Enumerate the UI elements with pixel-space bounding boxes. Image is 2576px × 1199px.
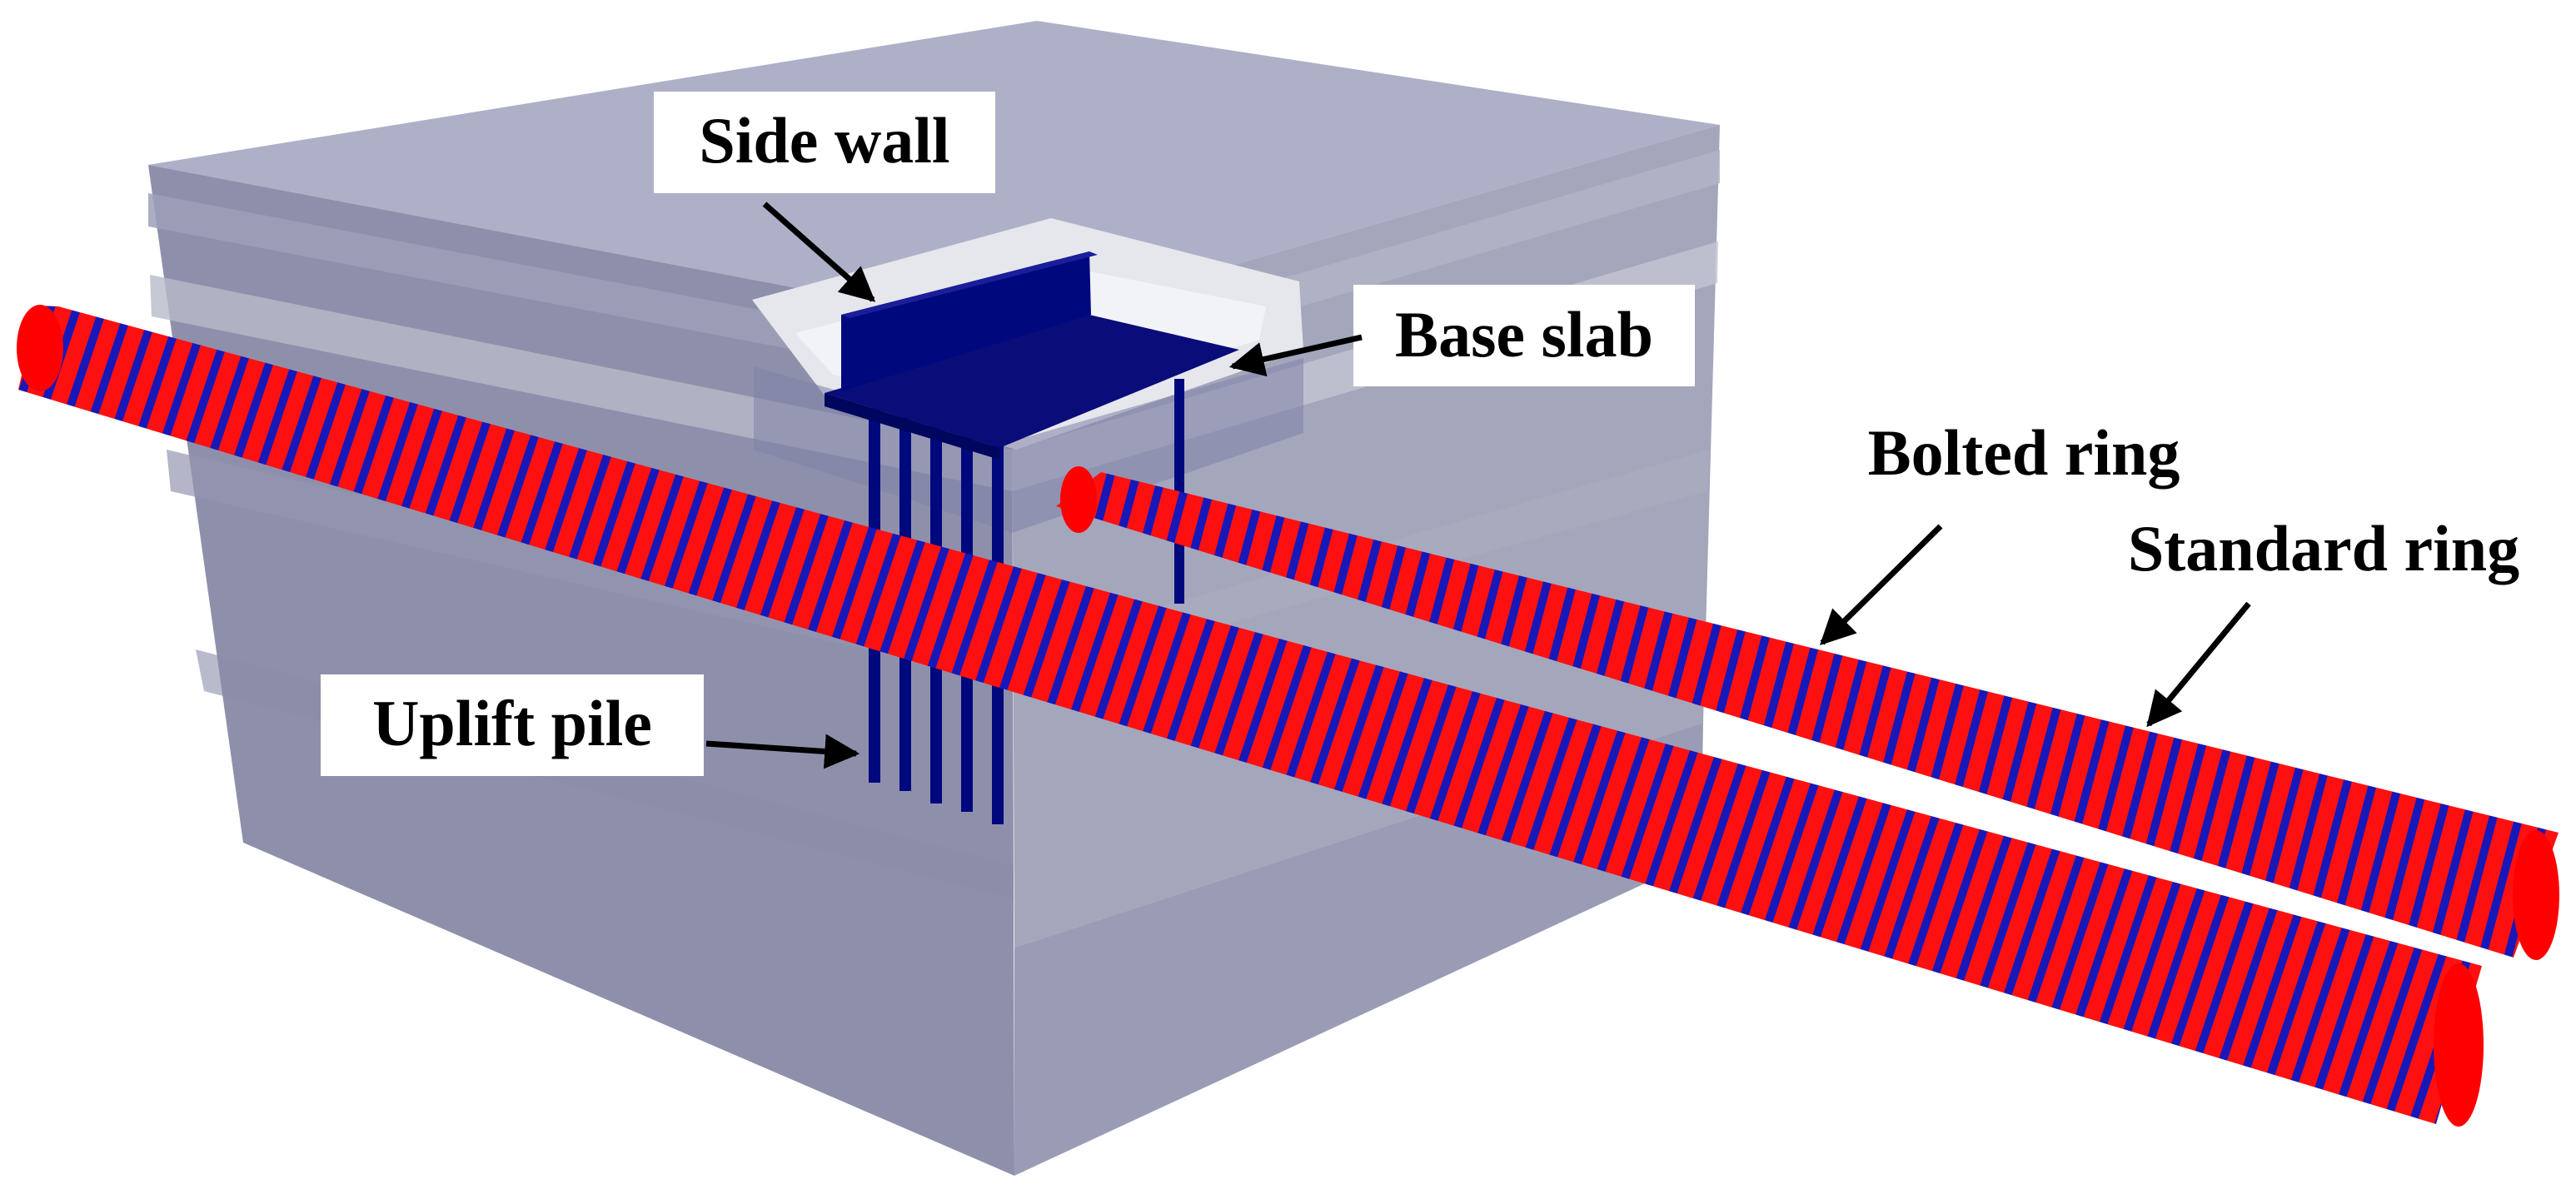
label-side-wall-group: Side wall [654,92,995,302]
base-slab [825,315,1239,448]
tunnel-back [1056,466,2559,960]
tunnel-front-start-cap [17,305,63,391]
arrow-side-wall [762,201,876,302]
tunnel-front-body [18,306,2482,1124]
tunnel-back-body [1056,472,2559,958]
label-uplift-pile: Uplift pile [372,687,652,759]
label-bg [321,674,704,776]
label-bg [2082,500,2565,601]
label-bg [654,92,995,193]
base-slab-edge [825,393,999,460]
label-bolted-ring: Bolted ring [1868,416,2180,489]
tunnel-back-start-cap [1060,466,1097,533]
arrow-standard-ring [2146,601,2251,728]
side-wall [841,251,1091,391]
label-bg [1353,285,1695,386]
label-bg [1824,408,2224,510]
label-base-slab: Base slab [1395,298,1653,371]
label-standard-ring: Standard ring [2128,512,2519,585]
side-wall-top [841,251,1098,318]
label-bolted-ring-group: Bolted ring [1820,408,2224,645]
arrow-base-slab [1228,334,1363,377]
tunnel-front-end-cap [2434,963,2484,1127]
tunnel-front [17,305,2484,1127]
tunnel-back-end-cap [2513,830,2559,960]
label-side-wall: Side wall [699,104,949,177]
label-base-slab-group: Base slab [1228,285,1695,386]
label-standard-ring-group: Standard ring [2082,500,2565,728]
label-uplift-pile-group: Uplift pile [321,674,860,776]
arrow-bolted-ring [1820,524,1943,645]
arrow-uplift-pile [705,734,860,769]
pit-shadow [754,358,1303,533]
uplift-pile [1174,379,1184,604]
